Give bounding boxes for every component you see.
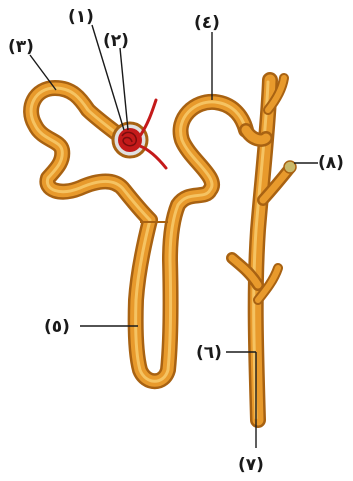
label-2: (٢) [103, 31, 129, 51]
label-5: (٥) [44, 317, 70, 337]
label-4: (٤) [194, 13, 220, 33]
leader-2 [120, 48, 128, 130]
efferent-arteriole [140, 146, 166, 168]
glomerulus [118, 128, 142, 152]
label-3: (٣) [8, 37, 34, 57]
label-1: (١) [68, 7, 94, 27]
collecting-duct [232, 78, 296, 420]
renal-corpuscle [113, 100, 166, 168]
label-8: (٨) [318, 153, 344, 173]
label-7: (٧) [238, 455, 264, 475]
label-6: (٦) [196, 343, 222, 363]
afferent-arteriole [140, 100, 156, 136]
